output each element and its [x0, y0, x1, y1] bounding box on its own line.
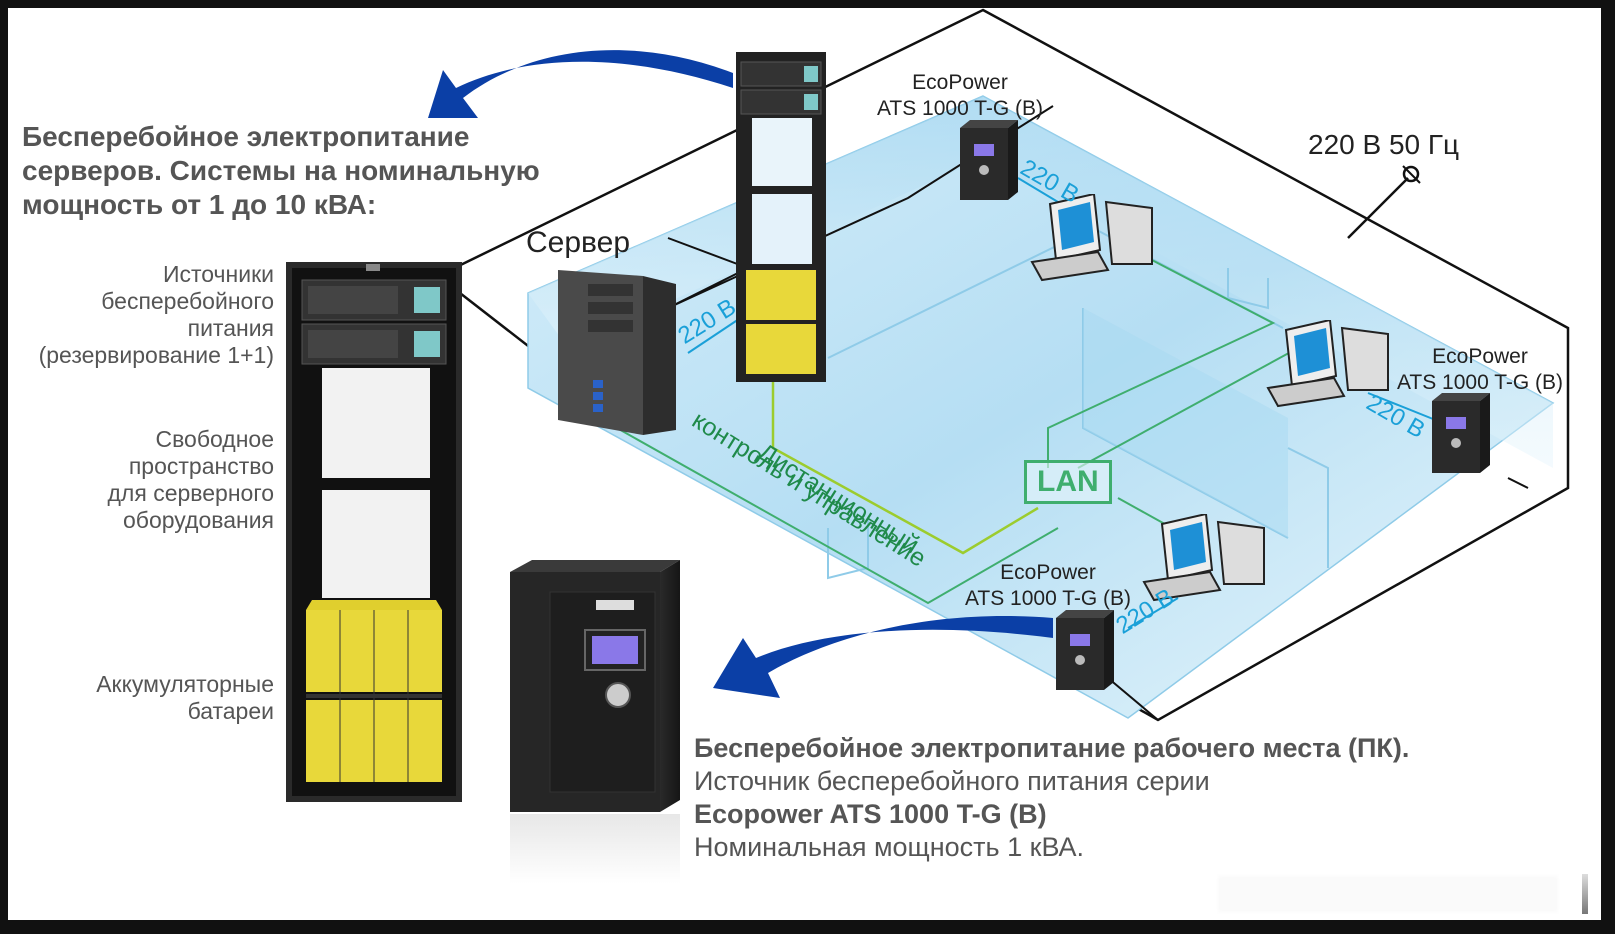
lan-line-top-pc [1047, 257, 1276, 468]
rack-free-space-2 [322, 490, 430, 598]
ups-label-model: ATS 1000 T-G (B) [1396, 371, 1564, 394]
pc-icon-top [1030, 194, 1153, 282]
ups-label-name: EcoPower [1432, 345, 1528, 368]
ups-label-bottom: EcoPower ATS 1000 T-G (B) [948, 560, 1148, 612]
lan-line-right-pc [1077, 347, 1299, 469]
rack-label-free-line: оборудования [123, 507, 274, 533]
server-title-line-1: Бесперебойное электропитание [22, 121, 470, 152]
ups-icon-bottom [1056, 610, 1114, 690]
ups-label-right: EcoPower ATS 1000 T-G (B) [1380, 344, 1580, 396]
rack-label-battery-line: батареи [187, 698, 274, 724]
workstation-power-rating: Номинальная мощность 1 кВА. [694, 832, 1085, 862]
ups-label-model: ATS 1000 T-G (B) [876, 97, 1044, 120]
workstation-model: Ecopower ATS 1000 T-G (B) [694, 799, 1047, 829]
power-wire-right [1507, 477, 1529, 489]
lan-line-server [607, 422, 1059, 605]
ups-label-name: EcoPower [912, 71, 1008, 94]
workstation-description: Источник бесперебойного питания серии [694, 766, 1210, 796]
ups-power-button-icon [605, 682, 631, 708]
mains-feed-line [1347, 177, 1409, 239]
rack-logo-icon [366, 264, 380, 271]
pc-icon-right [1266, 320, 1389, 408]
ups-badge [596, 600, 634, 610]
partition-wall-1 [1083, 308, 1288, 538]
ups-label-top: EcoPower ATS 1000 T-G (B) [860, 70, 1060, 122]
workstation-section: Бесперебойное электропитание рабочего ме… [694, 732, 1409, 864]
rack-ups-module-1 [301, 279, 447, 321]
rack-label-batteries: Аккумуляторные батареи [8, 671, 274, 725]
power-wire-bottom [1107, 677, 1159, 721]
ups-icon-right [1432, 393, 1490, 473]
server-title-line-2: серверов. Системы на номинальную [22, 155, 540, 186]
partition-3 [1227, 268, 1269, 310]
ups-lcd-display [592, 636, 638, 664]
arrow-to-workstation-section [713, 616, 1053, 698]
rack-label-ups-line: бесперебойного [101, 288, 274, 314]
mains-terminal-icon [1402, 165, 1420, 183]
scroll-handle[interactable] [1582, 874, 1588, 914]
server-tower [558, 270, 676, 435]
rack-label-ups: Источники бесперебойного питания (резерв… [8, 261, 274, 369]
server-title-line-3: мощность от 1 до 10 кВА: [22, 189, 377, 220]
rack-label-free-line: для серверного [107, 480, 274, 506]
power-line-bottom [1127, 597, 1179, 629]
power-line-right [1367, 392, 1444, 424]
rack-label-free-space: Свободное пространство для серверного об… [8, 426, 274, 534]
server-rack-diagram [736, 52, 826, 382]
control-line [771, 378, 1039, 555]
blurred-watermark [1218, 876, 1558, 912]
mains-label: 220 В 50 Гц [1308, 129, 1460, 160]
pc-icon-bottom [1142, 514, 1265, 602]
lan-label: LAN [1024, 460, 1112, 504]
ups-icon-top [960, 120, 1018, 200]
workstation-title: Бесперебойное электропитание рабочего ме… [694, 733, 1410, 763]
rack-label-free-line: пространство [128, 453, 274, 479]
arrow-to-server-section [428, 50, 733, 118]
rack-free-space-1 [322, 368, 430, 478]
ups-label-name: EcoPower [1000, 561, 1096, 584]
rack-label-ups-line: питания [187, 315, 274, 341]
server-section-title: Бесперебойное электропитание серверов. С… [22, 120, 540, 222]
power-wire-server [667, 237, 749, 269]
server-label: Сервер [526, 226, 631, 259]
rack-battery-bank [306, 600, 442, 782]
mains-terminal-slash [1402, 165, 1421, 184]
rack-label-ups-line: (резервирование 1+1) [38, 342, 274, 368]
partition-5 [1287, 447, 1329, 568]
rack-label-battery-line: Аккумуляторные [96, 671, 274, 697]
server-rack-large [286, 262, 462, 802]
rack-label-free-line: Свободное [155, 426, 274, 452]
partition-4 [827, 518, 869, 580]
rack-ups-module-2 [301, 323, 447, 365]
rack-label-ups-line: Источники [162, 261, 274, 287]
ups-label-model: ATS 1000 T-G (B) [964, 587, 1132, 610]
diagram-canvas: Бесперебойное электропитание серверов. С… [8, 8, 1601, 920]
ups-product-large [510, 560, 680, 884]
